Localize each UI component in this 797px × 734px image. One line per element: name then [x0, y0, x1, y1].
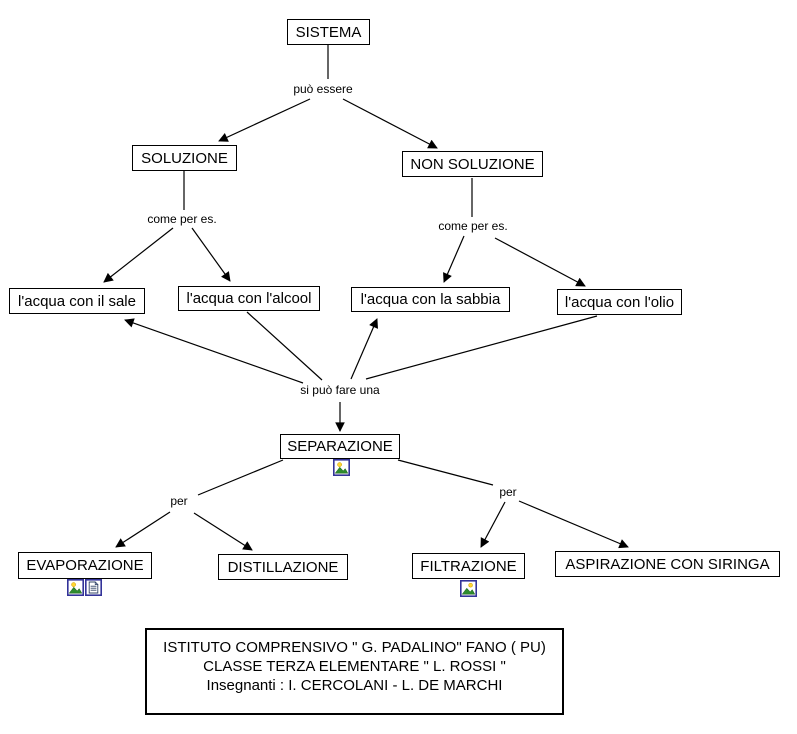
node-acqua-alcool: l'acqua con l'alcool [178, 286, 320, 311]
link-label-come-per-es-left: come per es. [145, 212, 219, 227]
arrow-comeperes-sabbia [443, 235, 465, 283]
node-acqua-olio: l'acqua con l'olio [557, 289, 682, 315]
node-aspirazione-con-siringa: ASPIRAZIONE CON SIRINGA [555, 551, 780, 577]
edge-olio-sipuofareuna [365, 315, 598, 380]
picture-icon[interactable] [67, 579, 84, 596]
arrow-per-aspirazione [518, 500, 629, 549]
arrow-per-filtrazione [480, 501, 506, 548]
credits-line-1: ISTITUTO COMPRENSIVO " G. PADALINO" FANO… [163, 639, 546, 656]
picture-icon[interactable] [460, 580, 477, 597]
arrow-comeperes-olio [494, 237, 586, 287]
credits-line-3: Insegnanti : I. CERCOLANI - L. DE MARCHI [206, 677, 503, 694]
arrow-comeperes-sale [103, 227, 174, 283]
edge-alcool-sipuofareuna [246, 311, 323, 381]
arrow-comeperes-alcool [191, 227, 231, 282]
node-filtrazione: FILTRAZIONE [412, 553, 525, 579]
node-acqua-sabbia: l'acqua con la sabbia [351, 287, 510, 312]
arrow-sipuofareuna-sabbia [350, 318, 378, 380]
picture-icon[interactable] [333, 459, 350, 476]
link-label-per-left: per [168, 494, 190, 509]
edge-separazione-per-left [197, 459, 284, 496]
link-label-per-right: per [497, 485, 519, 500]
node-distillazione: DISTILLAZIONE [218, 554, 348, 580]
edge-separazione-per-right [397, 459, 494, 486]
node-soluzione: SOLUZIONE [132, 145, 237, 171]
node-acqua-sale: l'acqua con il sale [9, 288, 145, 314]
arrow-per-distillazione [193, 512, 253, 551]
link-label-come-per-es-right: come per es. [436, 219, 510, 234]
link-label-puo-essere: può essere [291, 82, 355, 97]
node-evaporazione: EVAPORAZIONE [18, 552, 152, 579]
link-label-si-puo-fare-una: si può fare una [298, 383, 382, 398]
credits-box: ISTITUTO COMPRENSIVO " G. PADALINO" FANO… [145, 628, 564, 715]
document-icon[interactable] [85, 579, 102, 596]
credits-line-2: CLASSE TERZA ELEMENTARE " L. ROSSI " [203, 658, 506, 675]
node-sistema: SISTEMA [287, 19, 370, 45]
node-non-soluzione: NON SOLUZIONE [402, 151, 543, 177]
node-separazione: SEPARAZIONE [280, 434, 400, 459]
arrow-sipuofareuna-sale [124, 318, 304, 384]
arrow-puoessere-soluzione [218, 98, 311, 142]
arrow-puoessere-nonsoluzione [342, 98, 438, 149]
arrow-per-evaporazione [115, 511, 171, 548]
